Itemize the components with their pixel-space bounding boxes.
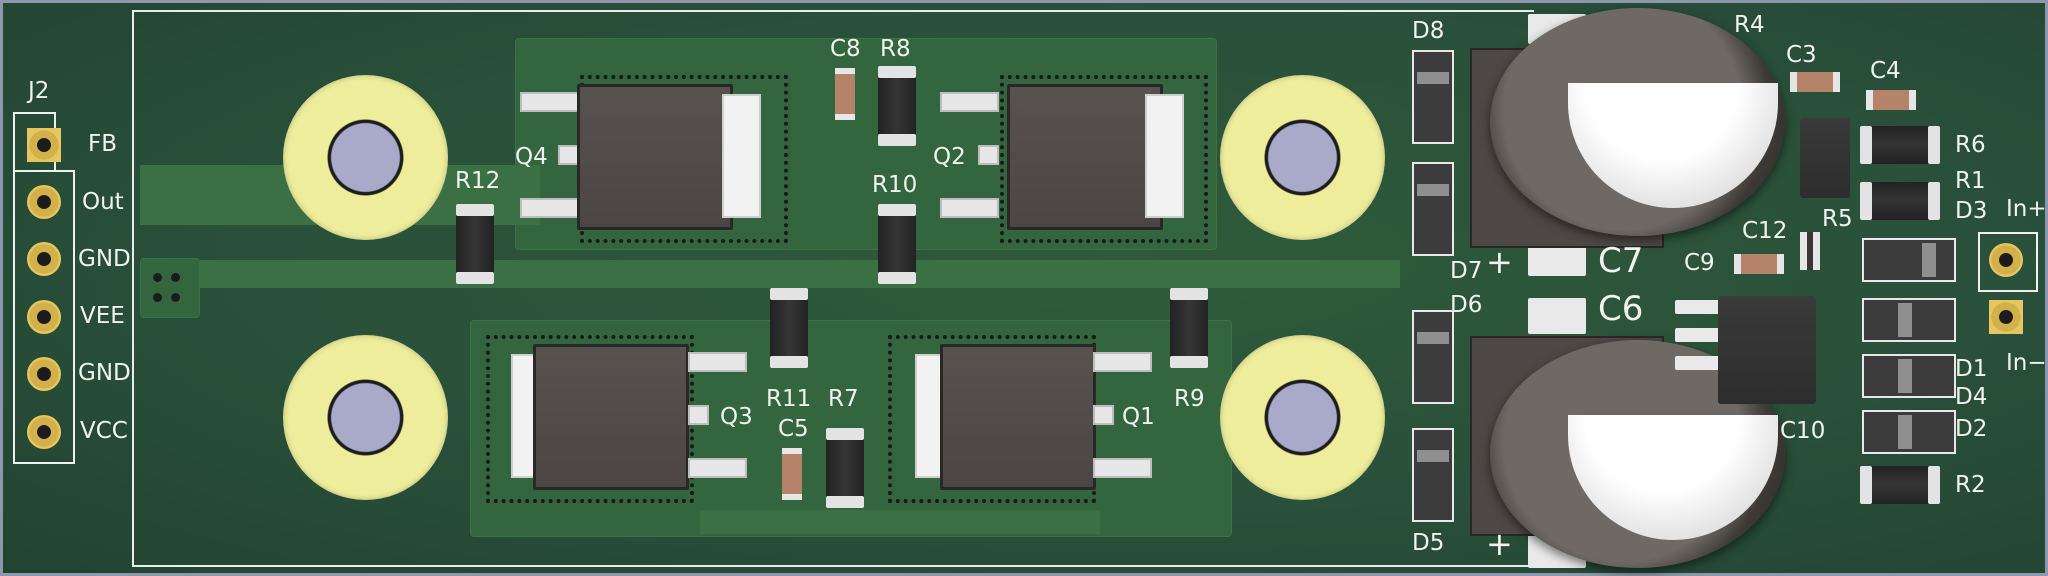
r12-ref-label: R12 [455,168,501,194]
c6-ref-label: C6 [1598,289,1644,329]
q2-ref-label: Q2 [933,144,966,170]
diode-d1[interactable] [1862,298,1956,342]
input-plus-pin[interactable] [1989,243,2023,277]
c7-ref-label: C7 [1598,241,1644,281]
d8-ref-label: D8 [1412,18,1445,44]
c4-ref-label: C4 [1870,58,1901,84]
resistor-r9[interactable] [1170,288,1208,368]
resistor-r12[interactable] [456,204,494,284]
j2-pin-label-vee: VEE [80,303,125,329]
resistor-r10[interactable] [878,204,916,284]
ic-pin-2 [1675,328,1725,342]
c5-ref-label: C5 [778,416,809,442]
input-minus-label: In− [2006,350,2047,376]
regulator-ic[interactable] [1718,296,1816,404]
ic-pin-3 [1675,356,1725,370]
capacitor-c6[interactable] [1490,340,1785,568]
diode-d4[interactable] [1862,354,1956,398]
d5-ref-label: D5 [1412,530,1445,556]
diode-d7[interactable] [1412,162,1454,256]
diode-d2[interactable] [1862,410,1956,454]
resistor-r5[interactable] [1800,232,1820,270]
ic-pin-1 [1675,300,1725,314]
resistor-r7[interactable] [826,428,864,508]
mounting-hole-bottom-right [1220,335,1385,500]
board-outline-silkscreen [132,10,1534,567]
j2-pin-1[interactable] [27,128,61,162]
d7-ref-label: D7 [1450,258,1483,284]
mounting-hole-bottom-left [283,335,448,500]
d4-ref-label: D4 [1955,384,1988,410]
input-minus-pin[interactable] [1989,300,2023,334]
resistor-r6[interactable] [1860,126,1940,164]
resistor-r2[interactable] [1860,466,1940,504]
j2-pin-label-gnd: GND [78,246,131,272]
diode-d8[interactable] [1412,50,1454,144]
diode-d6[interactable] [1412,310,1454,404]
j2-pin-label-vcc: VCC [80,418,128,444]
c6-pad-top [1528,298,1586,334]
c9-ref-label: C9 [1684,250,1715,276]
j2-pin-4[interactable] [27,300,61,334]
q4-ref-label: Q4 [515,144,548,170]
capacitor-c7[interactable] [1490,8,1785,236]
r1-ref-label: R1 [1955,168,1986,194]
input-plus-outline [1978,232,2038,292]
j2-pin-label-out: Out [82,189,124,215]
mounting-hole-top-left [283,75,448,240]
via-cluster [140,258,200,318]
r5-ref-label: R5 [1822,206,1853,232]
transistor-q1[interactable] [880,330,1155,505]
capacitor-c8[interactable] [835,68,855,120]
r8-ref-label: R8 [880,36,911,62]
d2-ref-label: D2 [1955,416,1988,442]
d1-ref-label: D1 [1955,356,1988,382]
d3-ref-label: D3 [1955,198,1988,224]
transistor-q4[interactable] [515,70,790,245]
resistor-r8[interactable] [878,66,916,146]
r9-ref-label: R9 [1174,386,1205,412]
c7-polarity-mark: + [1486,243,1513,281]
trace-middle [200,260,1400,288]
r4-ref-label: R4 [1734,12,1765,38]
transistor-q2[interactable] [935,70,1210,245]
mounting-hole-top-right [1220,75,1385,240]
c10-ref-label: C10 [1780,418,1826,444]
j2-pin-label-fb: FB [88,131,118,157]
c6-polarity-mark: + [1486,525,1513,563]
trace-bottom [700,510,1100,534]
r2-ref-label: R2 [1955,472,1986,498]
r7-ref-label: R7 [828,386,859,412]
diode-d3[interactable] [1862,238,1956,282]
capacitor-c3[interactable] [1790,72,1840,92]
q3-ref-label: Q3 [720,404,753,430]
capacitor-c12[interactable] [1734,254,1784,274]
input-plus-label: In+ [2006,196,2047,222]
diode-sma-upper [1800,118,1850,198]
diode-d5[interactable] [1412,428,1454,522]
j2-pin-label-gnd2: GND [78,360,131,386]
j2-pin-3[interactable] [27,242,61,276]
c8-ref-label: C8 [830,36,861,62]
j2-ref-label: J2 [28,78,50,104]
c3-ref-label: C3 [1786,42,1817,68]
j2-outline [13,170,75,464]
j2-pin-5[interactable] [27,357,61,391]
transistor-q3[interactable] [478,330,753,505]
r11-ref-label: R11 [766,386,812,412]
c12-ref-label: C12 [1742,218,1788,244]
r10-ref-label: R10 [872,172,918,198]
resistor-r1[interactable] [1860,182,1940,220]
d6-ref-label: D6 [1450,292,1483,318]
resistor-r11[interactable] [770,288,808,368]
j2-pin-2[interactable] [27,185,61,219]
capacitor-c5[interactable] [782,448,802,500]
q1-ref-label: Q1 [1122,404,1155,430]
r6-ref-label: R6 [1955,132,1986,158]
j2-pin-6[interactable] [27,415,61,449]
capacitor-c4[interactable] [1866,90,1916,110]
